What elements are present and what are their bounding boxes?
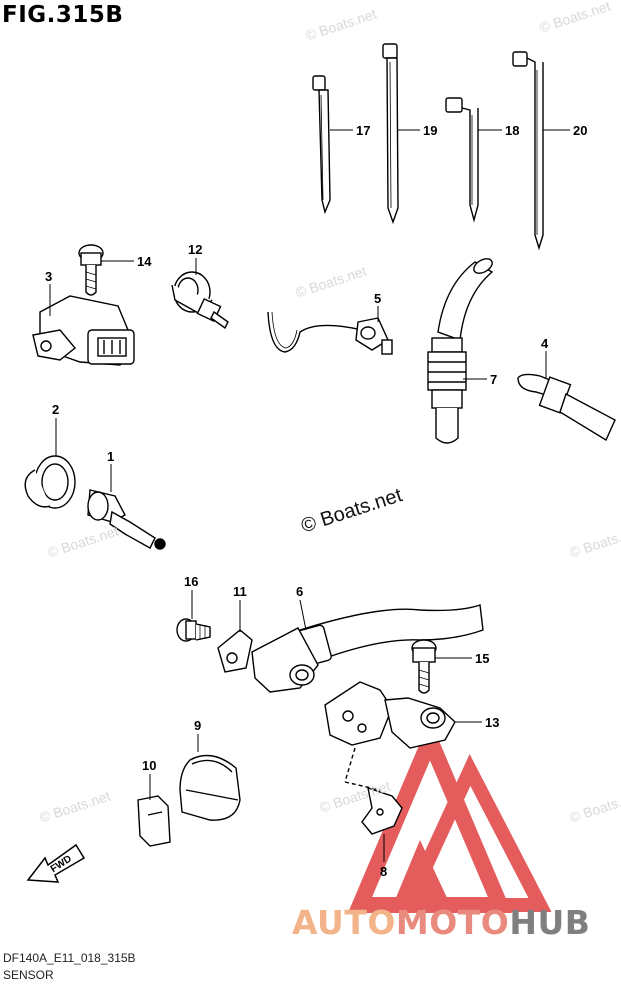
cable-tie-17 [312,75,331,215]
logo-part-hub: HUB [509,903,591,942]
callout-11: 11 [233,584,247,599]
callout-10: 10 [142,758,156,773]
callout-6: 6 [296,584,303,599]
map-sensor-3 [32,295,135,366]
logo-wordmark: AUTOMOTOHUB [292,903,590,942]
callout-4: 4 [541,336,549,351]
logo-part-auto: AUTO [292,903,396,942]
bracket-11 [217,629,253,673]
figure-title: FIG.315B [2,2,124,28]
callout-19: 19 [423,123,437,138]
temp-sensor-4 [517,373,616,442]
callout-16: 16 [184,574,198,589]
callout-14: 14 [137,254,152,269]
pressure-switch-12 [171,271,229,330]
fwd-arrow: FWD [26,843,86,883]
callout-8: 8 [380,864,387,879]
callout-15: 15 [475,651,489,666]
callout-13: 13 [485,715,499,730]
bolt-16 [176,618,211,642]
callout-5: 5 [374,291,381,306]
callout-20: 20 [573,123,587,138]
callout-18: 18 [505,123,519,138]
callout-1: 1 [107,449,114,464]
clamp-9 [179,754,241,821]
clip-10 [137,795,171,847]
callout-3: 3 [45,269,52,284]
callout-numbers: 17 19 18 20 14 3 12 5 7 4 2 1 16 11 6 15… [45,123,587,879]
bracket-8 [361,786,403,835]
logo-part-moto: MOTO [395,903,510,942]
sensor-13 [324,681,456,791]
callout-12: 12 [188,242,202,257]
sensor-1 [87,489,166,550]
bolt-15 [411,639,437,694]
bolt-14 [78,244,104,296]
leader-lines [49,129,570,862]
callout-17: 17 [356,123,370,138]
cable-tie-18 [445,97,479,223]
callout-2: 2 [52,402,59,417]
knock-sensor-5 [267,311,393,355]
cable-tie-19 [382,43,399,225]
cable-tie-20 [512,51,544,251]
figure-name: SENSOR [3,968,54,982]
grommet-2 [24,455,76,509]
crank-sensor-6 [251,604,484,693]
callout-7: 7 [490,372,497,387]
callout-9: 9 [194,718,201,733]
figure-code: DF140A_E11_018_315B [3,951,136,965]
oxygen-sensor-7 [427,258,494,444]
